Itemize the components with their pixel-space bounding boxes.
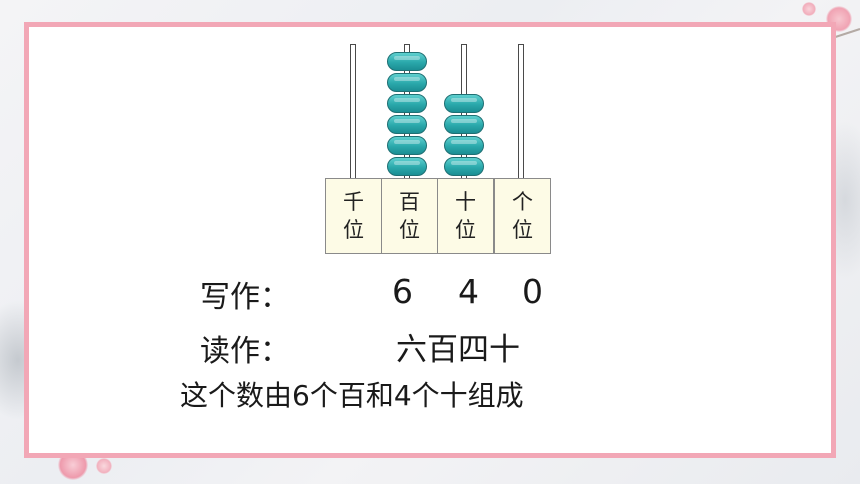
read-label: 读作： xyxy=(200,334,290,369)
place-label-ones: 个 位 xyxy=(494,178,551,254)
place-label-char: 位 xyxy=(455,218,476,242)
abacus-bead xyxy=(444,136,484,155)
abacus-bead xyxy=(444,157,484,176)
place-label-thousands: 千 位 xyxy=(325,178,382,254)
read-value: 六百四十 xyxy=(396,332,520,368)
write-label: 写作： xyxy=(200,280,290,315)
abacus-bead xyxy=(444,115,484,134)
place-label-char: 百 xyxy=(399,190,420,214)
abacus-bead xyxy=(387,73,427,92)
place-label-char: 位 xyxy=(399,218,420,242)
write-digit-hundreds: 6 xyxy=(392,272,413,311)
flower-decoration xyxy=(96,458,112,474)
place-label-char: 千 xyxy=(343,190,364,214)
abacus-bead xyxy=(387,157,427,176)
place-label-char: 位 xyxy=(343,218,364,242)
write-digit-tens: 4 xyxy=(458,272,479,311)
abacus-rod-ones xyxy=(518,44,524,180)
place-label-tens: 十 位 xyxy=(437,178,494,254)
place-label-char: 位 xyxy=(512,218,533,242)
abacus-bead xyxy=(387,115,427,134)
abacus-bead xyxy=(387,94,427,113)
flower-decoration xyxy=(802,2,816,16)
abacus-bead xyxy=(444,94,484,113)
place-label-hundreds: 百 位 xyxy=(381,178,438,254)
abacus-bead xyxy=(387,136,427,155)
summary-sentence: 这个数由6个百和4个十组成 xyxy=(180,379,524,412)
abacus-bead xyxy=(387,52,427,71)
abacus-rod-thousands xyxy=(350,44,356,180)
write-digit-ones: 0 xyxy=(522,272,543,311)
place-label-char: 个 xyxy=(512,190,533,214)
place-label-char: 十 xyxy=(455,190,476,214)
